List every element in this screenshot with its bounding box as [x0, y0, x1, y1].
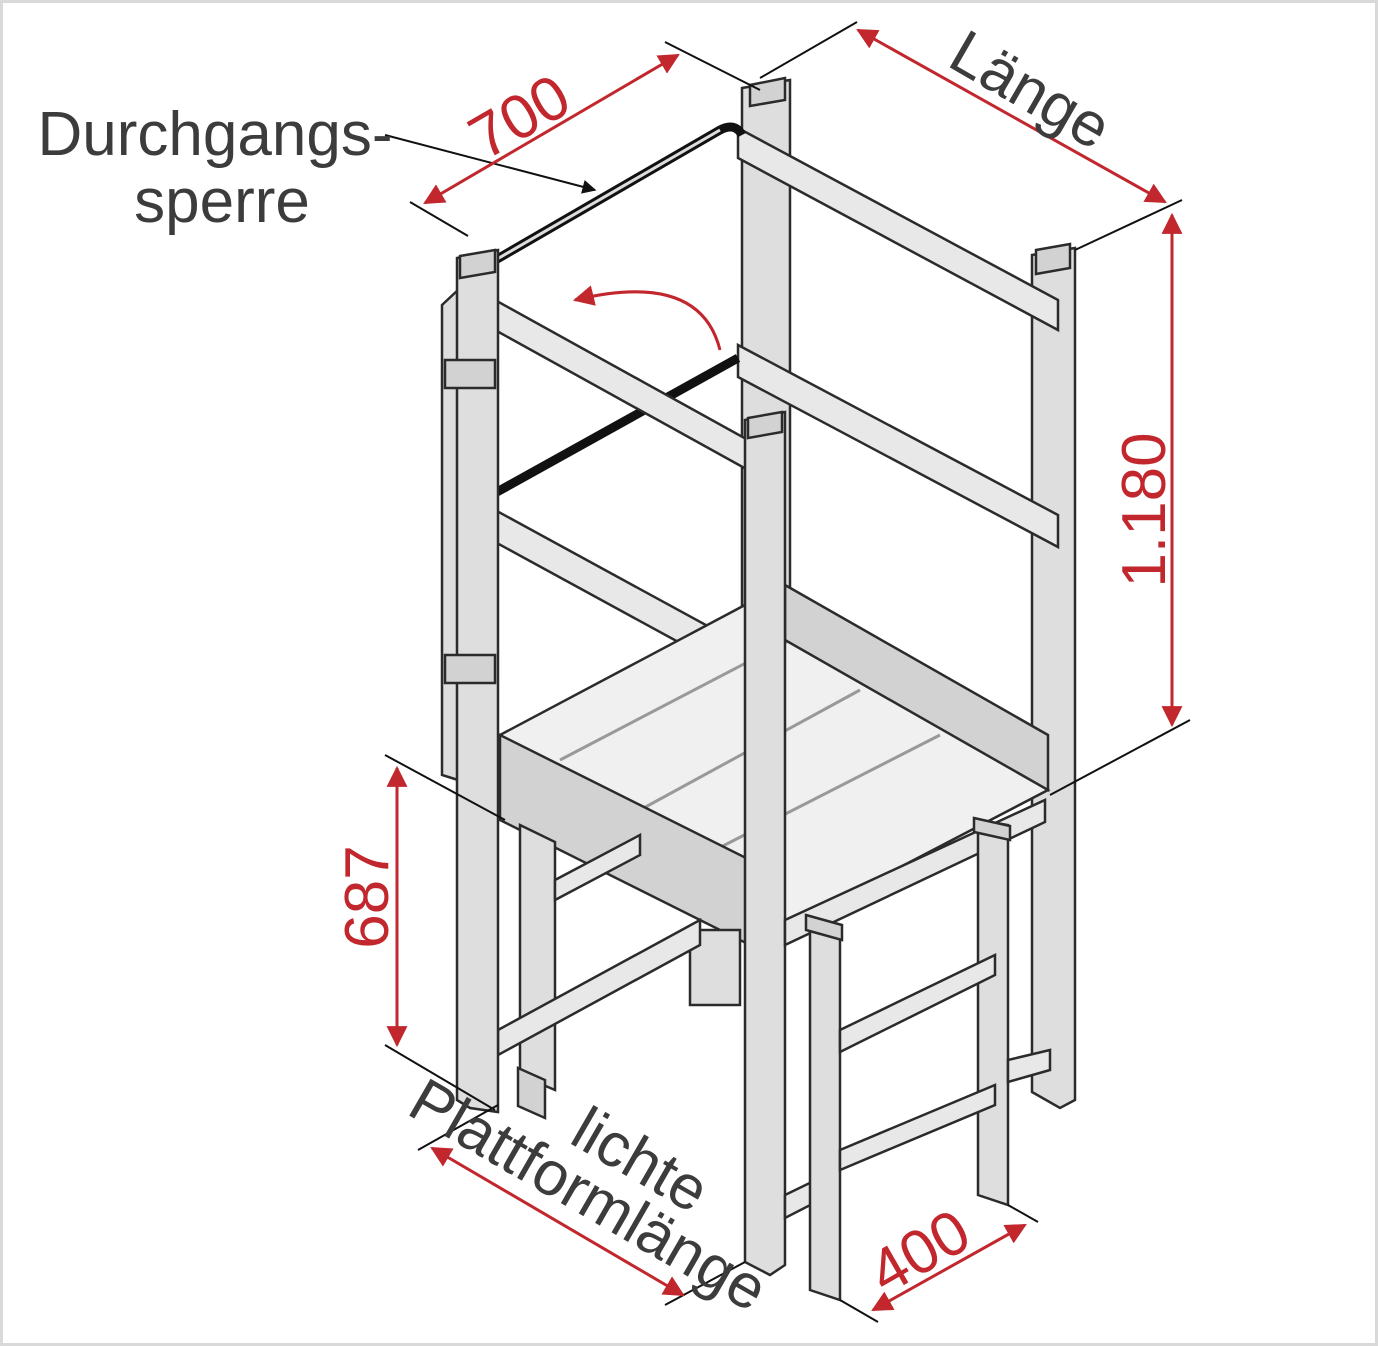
width-dimension: 700: [458, 62, 582, 173]
railing-height-dimension: 1.180: [1110, 432, 1179, 587]
gate-label-line1: Durchgangs-: [38, 100, 393, 169]
dimension-lines: [386, 28, 1183, 1312]
ladder-width-dimension: 400: [858, 1197, 982, 1308]
platform-height-dimension: 687: [333, 845, 402, 948]
right-post: [1030, 242, 1077, 1110]
access-ladder: [783, 798, 1052, 1302]
gate-label-line2: sperre: [134, 167, 310, 236]
right-handrails: [736, 125, 1060, 550]
front-post: [743, 410, 787, 1277]
support-legs: [496, 823, 742, 1120]
length-label: Länge: [938, 17, 1122, 163]
swing-arrow: [572, 285, 722, 351]
left-post: [440, 248, 500, 1114]
